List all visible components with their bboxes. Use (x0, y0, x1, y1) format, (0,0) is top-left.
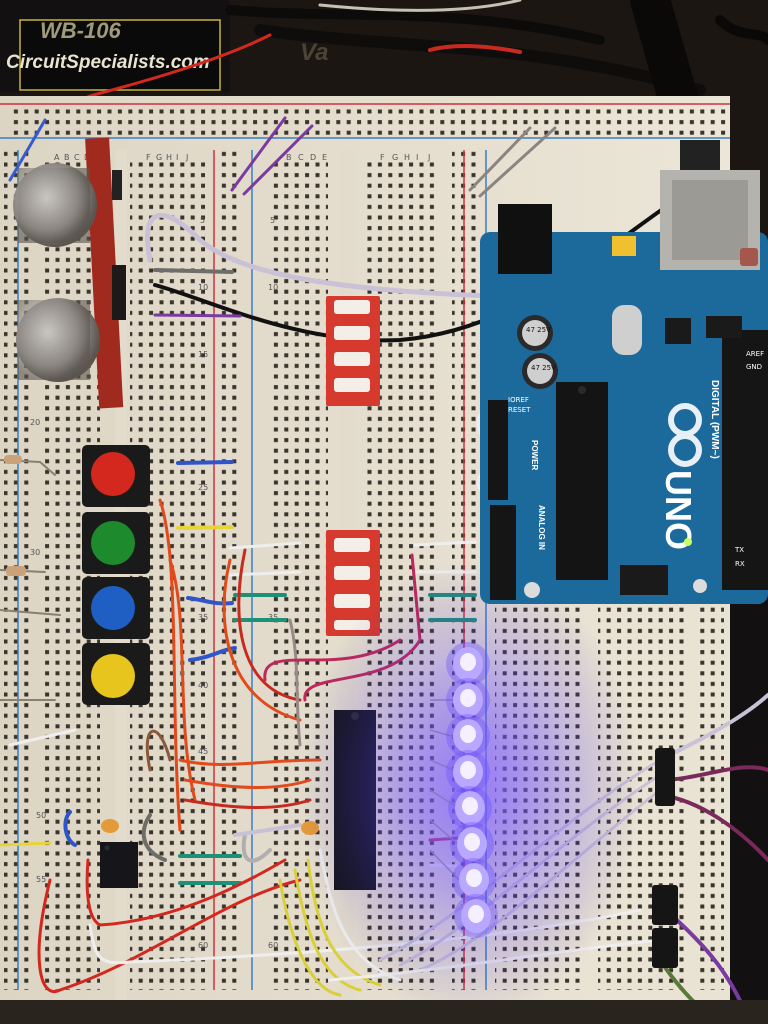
brand-title: WB-106 (40, 18, 121, 43)
power-header (488, 400, 508, 500)
col-letter: G (156, 153, 162, 162)
yellow-button-cap[interactable] (91, 654, 135, 698)
dip-toggle[interactable] (334, 326, 370, 340)
ceramic-capacitor (101, 819, 119, 833)
col-letter: I (416, 153, 418, 162)
led-glow (300, 560, 640, 1020)
row-number: 60 (198, 941, 208, 950)
icsp-header (706, 316, 742, 338)
row-number: 10 (198, 283, 208, 292)
col-letter: C (74, 153, 80, 162)
dip-toggle[interactable] (334, 300, 370, 314)
red-button-cap[interactable] (91, 452, 135, 496)
ioref-label: IOREF (508, 396, 529, 404)
led-core (464, 833, 480, 851)
col-letter: G (392, 153, 398, 162)
analog-label: ANALOG IN (537, 505, 546, 550)
green-push-button[interactable] (82, 512, 150, 574)
dupont-connectors (652, 748, 678, 968)
reset-label: RESET (508, 406, 531, 414)
dip-toggle[interactable] (334, 352, 370, 366)
yellow-push-button[interactable] (82, 643, 150, 705)
dip-toggle[interactable] (334, 538, 370, 552)
onboard-fuse (612, 236, 636, 256)
led-core (460, 761, 476, 779)
row-number: 30 (30, 548, 40, 557)
dip-switch-1 (326, 296, 380, 406)
dip-toggle[interactable] (334, 378, 370, 392)
board-name: UNO (658, 470, 699, 550)
row-number: 20 (30, 418, 40, 427)
icsp2-header (620, 565, 668, 595)
row-number: 50 (36, 811, 46, 820)
col-letter: J (185, 153, 188, 162)
led-core (460, 653, 476, 671)
reset-button[interactable] (740, 248, 758, 266)
ultrasonic-sensor (13, 137, 126, 409)
analog-header (490, 505, 516, 600)
col-letter: A (54, 153, 60, 162)
status-led (684, 538, 692, 546)
dc-jack (498, 204, 552, 274)
tx-label: TX (734, 546, 744, 554)
row-number: 15 (198, 350, 208, 359)
aref-label: AREF (746, 350, 764, 358)
col-letter: J (427, 153, 430, 162)
cap2-label: 47 25V (531, 364, 556, 372)
row-number: 35 (268, 613, 278, 622)
col-letter: C (298, 153, 304, 162)
col-letter: F (146, 153, 151, 162)
blue-push-button[interactable] (82, 577, 150, 639)
power-label: POWER (530, 440, 539, 470)
push-buttons (82, 445, 150, 705)
atmega-chip (556, 382, 608, 580)
crystal (612, 305, 642, 355)
col-letter: B (64, 153, 70, 162)
col-letter: I (176, 153, 178, 162)
led-bar (446, 642, 498, 938)
brand-site: CircuitSpecialists.com (6, 52, 210, 73)
blue-button-cap[interactable] (91, 586, 135, 630)
digital-header (722, 330, 768, 590)
col-letter: H (404, 153, 410, 162)
brand-va: Va (300, 39, 328, 66)
green-button-cap[interactable] (91, 521, 135, 565)
row-number: 5 (270, 216, 275, 225)
small-ic (100, 842, 138, 888)
row-number: 25 (198, 483, 208, 492)
dip-toggle[interactable] (334, 594, 370, 608)
led-core (466, 869, 482, 887)
digital-label: DIGITAL (PWM~) (709, 380, 720, 459)
cap1-label: 47 25V (526, 326, 551, 334)
row-number: 40 (198, 681, 208, 690)
resistors (0, 455, 61, 701)
col-letter: B (286, 153, 292, 162)
row-number: 60 (268, 941, 278, 950)
gnd-label: GND (746, 363, 762, 371)
row-number: 55 (36, 875, 46, 884)
led-core (460, 689, 476, 707)
led-core (460, 725, 476, 743)
row-number: 35 (198, 613, 208, 622)
row-number: 5 (200, 216, 205, 225)
led-core (462, 797, 478, 815)
arduino-uno-board: 47 25V 47 25V UNO DIGITAL (PWM~) ANALOG … (480, 140, 768, 604)
arduino-infinity-logo-icon (668, 403, 702, 467)
row-number: 10 (268, 283, 278, 292)
rx-label: RX (735, 560, 745, 568)
col-letter: H (166, 153, 172, 162)
led-core (468, 905, 484, 923)
col-letter: F (380, 153, 385, 162)
dip-toggle[interactable] (334, 566, 370, 580)
usb-chip (665, 318, 691, 344)
red-push-button[interactable] (82, 445, 150, 507)
row-number: 45 (198, 747, 208, 756)
col-letter: E (322, 153, 327, 162)
col-letter: D (310, 153, 316, 162)
